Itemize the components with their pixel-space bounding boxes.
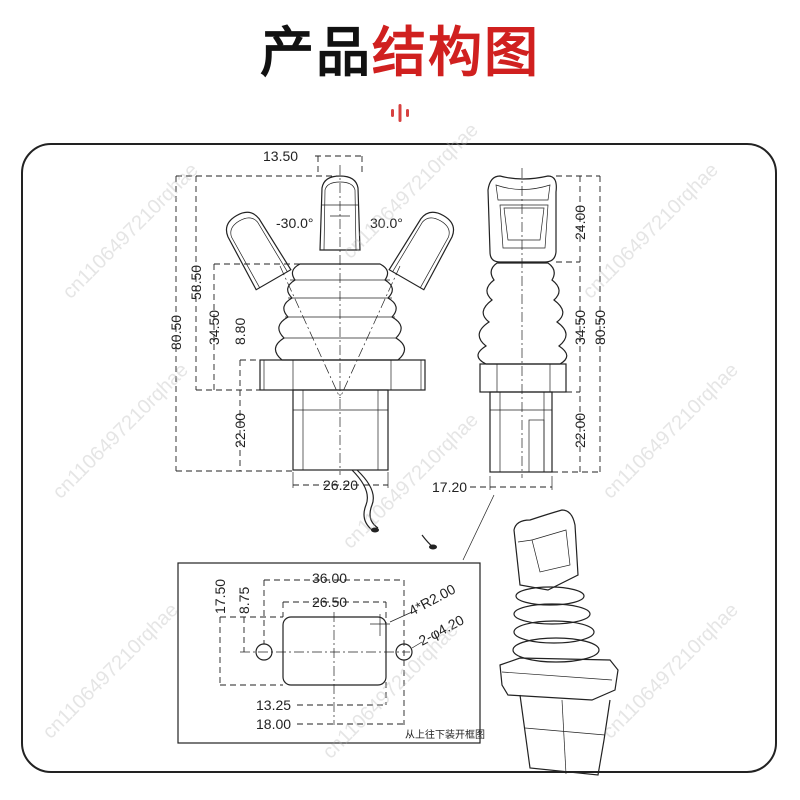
cutout-caption: 从上往下装开框图 bbox=[405, 728, 485, 741]
panel-cutout-view: 36.00 26.50 17.50 8.75 4*R2.00 2-φ4.20 1… bbox=[177, 562, 485, 744]
dim-bellows-height: 34.50 bbox=[206, 310, 222, 345]
dim-hole-spacing: 36.00 bbox=[312, 570, 347, 586]
dim-side-bellows-height: 34.50 bbox=[572, 310, 588, 345]
dim-overall-height: 80.50 bbox=[168, 315, 184, 350]
title-accent-icon bbox=[391, 104, 409, 122]
dim-angle-right: 30.0° bbox=[370, 215, 403, 231]
dim-side-body-width: 17.20 bbox=[432, 479, 467, 495]
dim-cutout-width: 26.50 bbox=[312, 594, 347, 610]
dim-hole-diameter: 2-φ4.20 bbox=[416, 612, 467, 649]
dim-half-height: 8.75 bbox=[236, 587, 252, 614]
dim-half-cutout-width: 13.25 bbox=[256, 697, 291, 713]
dim-half-hole-spacing: 18.00 bbox=[256, 716, 291, 732]
dim-height-to-flange: 58.50 bbox=[188, 265, 204, 300]
dim-side-overall-height: 80.50 bbox=[592, 310, 608, 345]
dim-body-height: 22.00 bbox=[232, 413, 248, 448]
dim-side-body-height: 22.00 bbox=[572, 413, 588, 448]
dim-body-width: 26.20 bbox=[323, 477, 358, 493]
page-title: 产品结构图 bbox=[0, 18, 800, 88]
dim-top-width: 13.50 bbox=[263, 148, 298, 164]
title-red-part: 结构图 bbox=[372, 21, 540, 84]
side-view: 24.00 34.50 80.50 22.00 17.20 bbox=[432, 168, 608, 561]
dim-angle-left: -30.0° bbox=[276, 215, 314, 231]
dim-flange-height: 8.80 bbox=[232, 318, 248, 345]
title-black-part: 产品 bbox=[260, 21, 372, 84]
dim-corner-radius: 4*R2.00 bbox=[406, 581, 458, 619]
dim-handle-height: 24.00 bbox=[572, 205, 588, 240]
dim-cutout-height: 17.50 bbox=[212, 579, 228, 614]
front-view: 13.50 -30.0° 30.0° 80.50 58.50 34.50 8.8… bbox=[168, 148, 455, 550]
isometric-view bbox=[499, 509, 619, 776]
drawing-frame bbox=[21, 143, 777, 773]
